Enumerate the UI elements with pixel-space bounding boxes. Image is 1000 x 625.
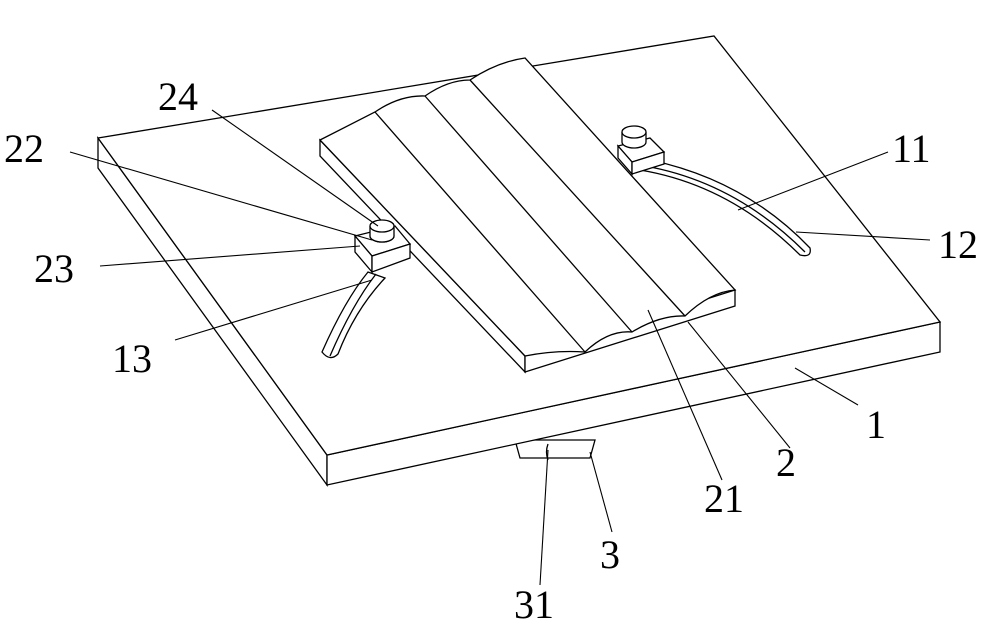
forming-block-2 [318,57,737,374]
label-3: 3 [600,532,620,577]
arc-slot-right-11 [638,159,811,257]
label-22: 22 [4,126,44,171]
label-23: 23 [34,246,74,291]
label-21: 21 [704,476,744,521]
label-11: 11 [892,126,931,171]
label-24: 24 [158,74,198,119]
support-leg-3 [514,439,596,461]
label-31: 31 [514,582,554,625]
label-12: 12 [938,222,978,267]
label-1: 1 [866,402,886,447]
clamp-left-22 [353,219,412,274]
leader-lines [69,109,931,586]
clamp-right [616,125,666,176]
label-2: 2 [776,440,796,485]
label-13: 13 [112,336,152,381]
